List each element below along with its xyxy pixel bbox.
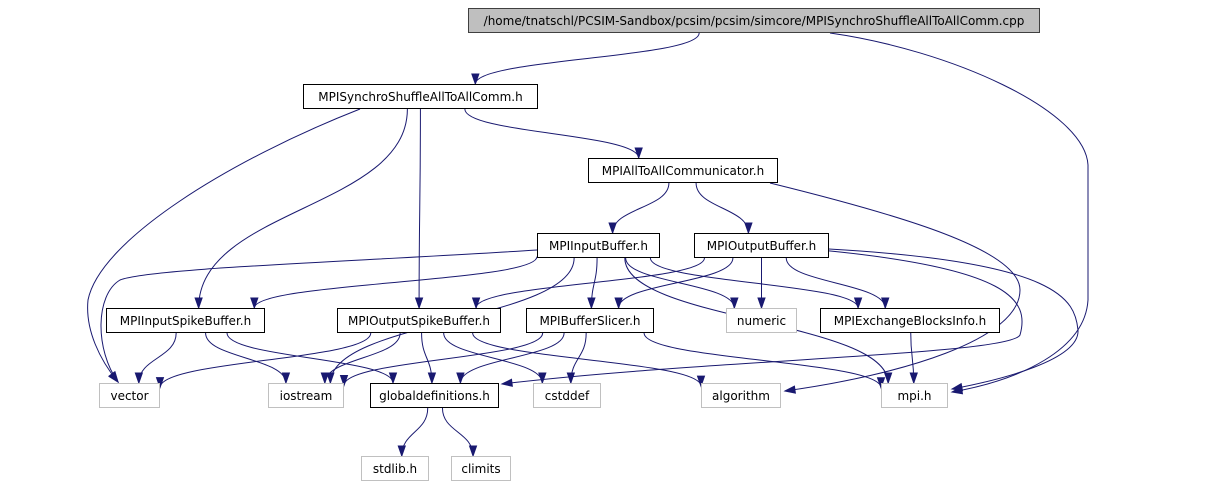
edge-alltoall-h-to-algorithm	[769, 182, 1021, 392]
edge-inbuf-h-to-vector-arrowhead	[108, 371, 119, 384]
node-globaldefinitions-header[interactable]: globaldefinitions.h	[370, 383, 499, 408]
edge-sync-h-to-outspike-h	[418, 108, 421, 309]
edge-inbuf-h-to-slicer-h-arrowhead	[587, 297, 596, 310]
node-input-spike-buffer-header[interactable]: MPIInputSpikeBuffer.h	[106, 308, 265, 333]
edge-slicer-h-to-globaldef-h	[459, 332, 565, 384]
node-stdlib-header: stdlib.h	[361, 456, 429, 481]
edge-alltoall-h-to-inbuf-h	[612, 182, 670, 234]
edge-globaldef-h-to-climits-arrowhead	[468, 445, 478, 458]
node-mpi-header: mpi.h	[881, 383, 948, 408]
edge-outbuf-h-to-slicer-h-arrowhead	[614, 297, 623, 310]
node-algorithm: algorithm	[701, 383, 781, 408]
edge-exch-h-to-mpi-h-arrowhead	[909, 372, 918, 385]
edge-slicer-h-to-mpi-h	[643, 332, 882, 388]
node-input-buffer-header[interactable]: MPIInputBuffer.h	[537, 233, 660, 258]
edge-outbuf-h-to-slicer-h	[618, 257, 734, 309]
edge-outspike-h-to-iostream	[324, 332, 401, 384]
edge-inspike-h-to-vector-arrowhead	[134, 372, 144, 385]
edge-root-to-sync-h-arrowhead	[471, 73, 480, 86]
edge-outbuf-h-to-globaldef-h	[501, 249, 1023, 385]
node-vector: vector	[99, 383, 160, 408]
node-root-cpp[interactable]: /home/tnatschl/PCSIM-Sandbox/pcsim/pcsim…	[468, 8, 1040, 33]
edge-alltoall-h-to-inbuf-h-arrowhead	[608, 222, 617, 235]
edge-globaldef-h-to-stdlib-h	[401, 407, 429, 457]
edge-outbuf-h-to-mpi-h	[828, 248, 1079, 390]
edge-inspike-h-to-vector	[138, 332, 177, 384]
edge-alltoall-h-to-outbuf-h	[695, 182, 749, 234]
edge-outbuf-h-to-mpi-h-arrowhead	[950, 382, 964, 392]
node-synchro-shuffle-header[interactable]: MPISynchroShuffleAllToAllComm.h	[303, 84, 538, 109]
edge-outbuf-h-to-outspike-h	[475, 257, 705, 309]
edge-inbuf-h-to-exch-h-arrowhead	[853, 297, 863, 310]
edge-inbuf-h-to-numeric	[625, 257, 735, 309]
edge-inspike-h-to-iostream	[205, 332, 287, 384]
edge-outspike-h-to-cstddef-arrowhead	[538, 372, 547, 385]
edge-inbuf-h-to-vector	[100, 249, 538, 383]
edge-globaldef-h-to-stdlib-h-arrowhead	[397, 445, 406, 458]
node-output-buffer-header[interactable]: MPIOutputBuffer.h	[694, 233, 829, 258]
edge-sync-h-to-alltoall-h	[464, 108, 640, 159]
edge-inspike-h-to-iostream-arrowhead	[281, 372, 291, 385]
node-alltoall-communicator-header[interactable]: MPIAllToAllCommunicator.h	[588, 158, 778, 183]
edge-outbuf-h-to-outspike-h-arrowhead	[471, 297, 481, 310]
node-climits: climits	[451, 456, 511, 481]
edge-sync-h-to-inspike-h-arrowhead	[194, 297, 203, 310]
edge-root-to-sync-h	[474, 32, 700, 85]
edge-sync-h-to-inspike-h	[198, 108, 408, 309]
edge-outspike-h-to-vector-arrowhead	[155, 377, 165, 390]
edge-slicer-h-to-iostream	[343, 332, 544, 386]
node-exchange-blocks-info-header[interactable]: MPIExchangeBlocksInfo.h	[820, 308, 1000, 333]
edge-slicer-h-to-cstddef-arrowhead	[566, 372, 576, 385]
edge-sync-h-to-outspike-h-arrowhead	[414, 297, 424, 310]
edge-sync-h-to-vector	[87, 108, 361, 383]
edge-inspike-h-to-globaldef-h-arrowhead	[388, 372, 398, 385]
edge-globaldef-h-to-climits	[441, 407, 474, 457]
edge-outspike-h-to-iostream-arrowhead	[320, 372, 330, 385]
node-buffer-slicer-header[interactable]: MPIBufferSlicer.h	[526, 308, 654, 333]
node-output-spike-buffer-header[interactable]: MPIOutputSpikeBuffer.h	[337, 308, 501, 333]
edge-outbuf-h-to-globaldef-h-arrowhead	[500, 378, 513, 387]
edge-alltoall-h-to-algorithm-arrowhead	[783, 385, 796, 394]
node-cstddef: cstddef	[533, 383, 601, 408]
edge-outspike-h-to-globaldef-h-arrowhead	[427, 372, 437, 385]
edge-outbuf-h-to-numeric-arrowhead	[757, 297, 766, 310]
edge-inbuf-h-to-inspike-h-arrowhead	[250, 297, 259, 310]
edge-outbuf-h-to-exch-h	[785, 257, 886, 309]
edge-alltoall-h-to-outbuf-h-arrowhead	[744, 222, 753, 235]
edge-outspike-h-to-cstddef	[443, 332, 543, 384]
edge-slicer-h-to-mpi-h-arrowhead	[876, 377, 886, 390]
edge-outspike-h-to-vector	[159, 332, 372, 388]
node-iostream: iostream	[268, 383, 344, 408]
edge-outspike-h-to-algorithm	[472, 332, 702, 387]
edge-outspike-h-to-algorithm-arrowhead	[696, 375, 706, 388]
edge-inbuf-h-to-exch-h	[649, 257, 859, 309]
edge-inspike-h-to-globaldef-h	[226, 332, 394, 384]
edge-root-to-mpi-h	[829, 32, 1089, 393]
edge-slicer-h-to-globaldef-h-arrowhead	[456, 372, 465, 385]
edge-slicer-h-to-iostream-arrowhead	[339, 374, 349, 387]
edge-inbuf-h-to-mpi-h-arrowhead	[883, 372, 893, 385]
edge-inbuf-h-to-numeric-arrowhead	[730, 297, 739, 310]
edges-layer	[87, 32, 1089, 458]
edge-outbuf-h-to-exch-h-arrowhead	[881, 297, 890, 310]
node-numeric: numeric	[726, 308, 797, 333]
edge-sync-h-to-alltoall-h-arrowhead	[634, 147, 643, 160]
edge-inbuf-h-to-inspike-h	[253, 256, 538, 309]
